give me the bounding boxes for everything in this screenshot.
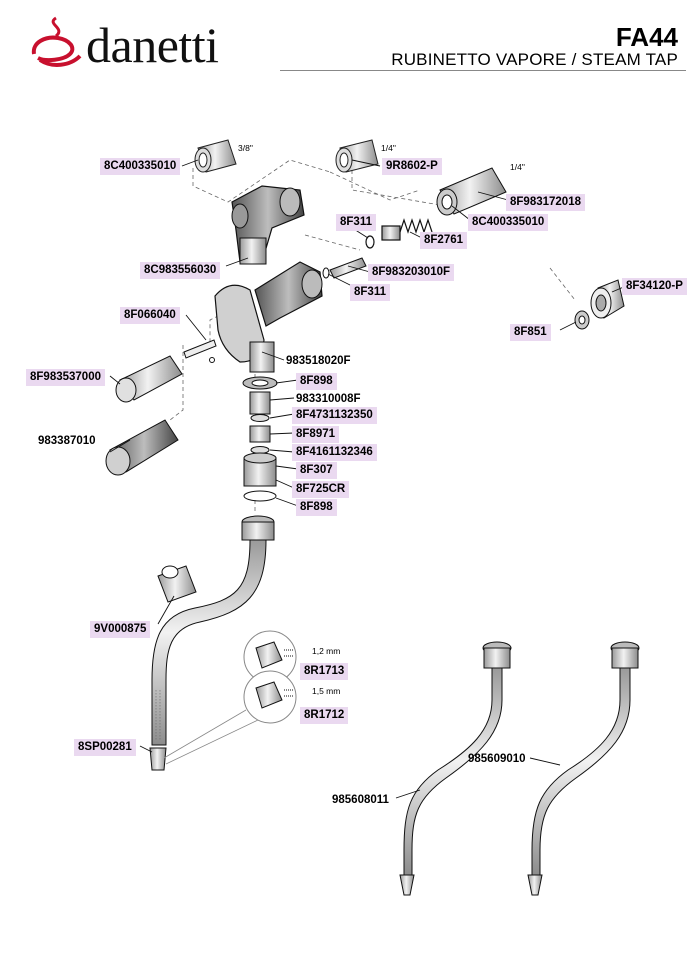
part-label: 8F898 xyxy=(296,499,337,516)
part-label: 8C400335010 xyxy=(100,158,181,175)
header-divider xyxy=(280,70,686,71)
leader-lines xyxy=(109,159,627,799)
part-label: 8F311 xyxy=(350,284,390,301)
part-label: 8F4161132346 xyxy=(292,444,377,461)
part-label: 8C400335010 xyxy=(468,214,549,231)
part-label: 8R1713 xyxy=(300,663,349,680)
spring-8f2761 xyxy=(381,218,433,241)
part-label: 8F2761 xyxy=(420,232,468,249)
part-label: 9V000875 xyxy=(90,621,151,638)
part-label: 8F983172018 xyxy=(506,194,585,211)
wand-985609010 xyxy=(527,641,640,896)
part-label: 8C983556030 xyxy=(140,262,221,279)
part-label: 8SP00281 xyxy=(74,739,136,756)
part-label: 983387010 xyxy=(38,435,96,447)
dimension-label: 1,2 mm xyxy=(312,646,341,656)
danetti-logo: danetti xyxy=(26,14,266,74)
washer-8f851 xyxy=(574,310,590,330)
part-label: 8F8971 xyxy=(292,426,340,443)
knob-8f983537000 xyxy=(115,355,183,403)
nozzle-detail xyxy=(163,630,297,765)
part-label: 9R8602-P xyxy=(382,158,442,175)
part-label: 8F4731132350 xyxy=(292,407,377,424)
page-title: RUBINETTO VAPORE / STEAM TAP xyxy=(391,50,678,69)
oring-8f311-a xyxy=(365,235,375,249)
seal-stack xyxy=(242,376,278,502)
valve-body-8c983556030 xyxy=(231,185,305,265)
part-label: 8F898 xyxy=(296,373,337,390)
part-label: 985608011 xyxy=(332,794,389,806)
part-label: 8F983537000 xyxy=(26,369,105,386)
stem-8f983203010f xyxy=(322,257,367,279)
part-label: 8F983203010F xyxy=(368,264,455,281)
part-label: 8F311 xyxy=(336,214,376,231)
part-label: 8F066040 xyxy=(120,307,180,324)
part-label: 8F725CR xyxy=(292,481,350,498)
fitting-8c400335010-top xyxy=(194,139,237,173)
fitting-9r8602p xyxy=(335,139,379,173)
dimension-label: 1/4" xyxy=(510,162,525,172)
body-8f983172018 xyxy=(436,167,507,216)
logo-swirl-icon xyxy=(31,16,82,67)
part-label: 8R1712 xyxy=(300,707,349,724)
part-label: 8F851 xyxy=(510,324,551,341)
lever-983518020f xyxy=(214,261,323,373)
brand-name: danetti xyxy=(86,17,219,73)
dimension-label: 1/4" xyxy=(381,143,396,153)
dimension-label: 1,5 mm xyxy=(312,686,341,696)
wand-985608011 xyxy=(399,641,512,896)
part-label: 985609010 xyxy=(468,753,526,765)
knob-8f34120p xyxy=(590,279,625,319)
sleeve-9v000875 xyxy=(157,565,197,603)
part-label: 983518020F xyxy=(286,355,351,367)
dimension-label: 3/8" xyxy=(238,143,253,153)
steam-wand-main xyxy=(149,515,275,771)
model-code: FA44 xyxy=(615,22,678,52)
part-label: 8F34120-P xyxy=(622,278,687,295)
knob-983387010 xyxy=(105,419,179,476)
part-label: 8F307 xyxy=(296,462,337,479)
part-label: 983310008F xyxy=(296,393,361,405)
pin-8f066040 xyxy=(183,339,217,363)
